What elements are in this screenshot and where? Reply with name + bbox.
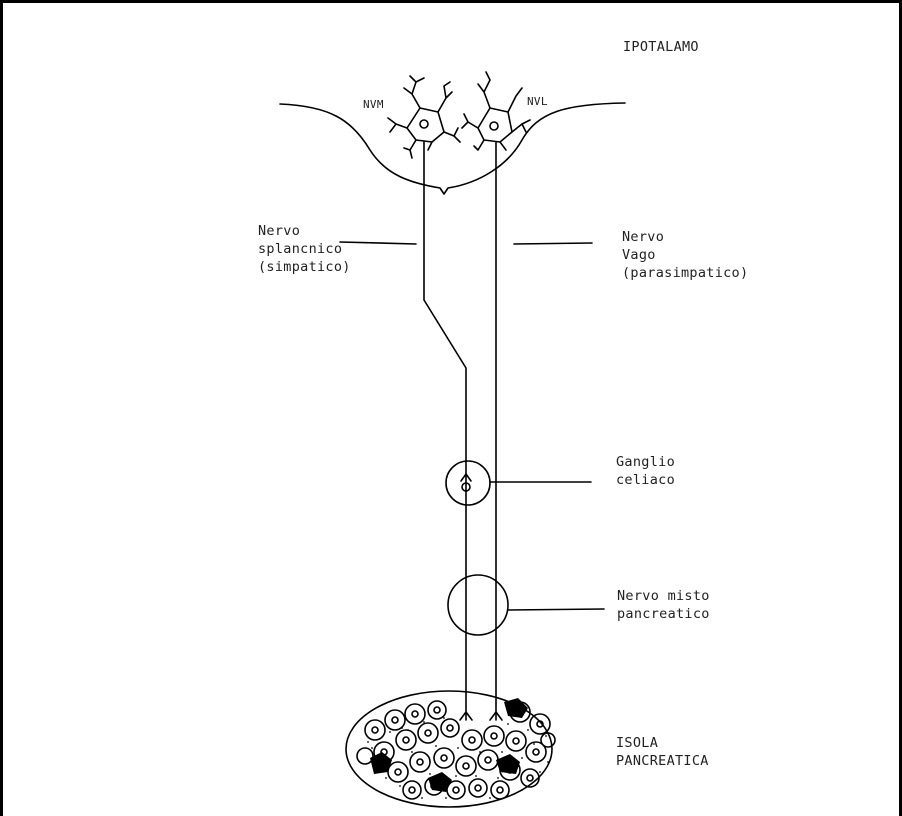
mixed-nerve-circle (448, 575, 508, 635)
vago-leader (514, 243, 592, 244)
sympathetic-fiber (424, 142, 466, 720)
misto-leader (508, 609, 604, 610)
label-nvl: NVL (527, 95, 548, 109)
nvl-neuron (462, 72, 530, 150)
label-ganglio-celiaco: Ganglio celiaco (616, 453, 675, 489)
label-nervo-misto: Nervo misto pancreatico (617, 587, 710, 623)
label-ipotalamo: IPOTALAMO (623, 38, 699, 56)
label-nvm: NVM (363, 98, 384, 112)
label-nervo-splancnico: Nervo splancnico (simpatico) (258, 222, 351, 276)
hypothalamus-outline (280, 103, 625, 194)
label-nervo-vago: Nervo Vago (parasimpatico) (622, 228, 748, 282)
splancnico-leader (340, 242, 416, 244)
label-isola-pancreatica: ISOLA PANCREATICA (616, 734, 709, 770)
